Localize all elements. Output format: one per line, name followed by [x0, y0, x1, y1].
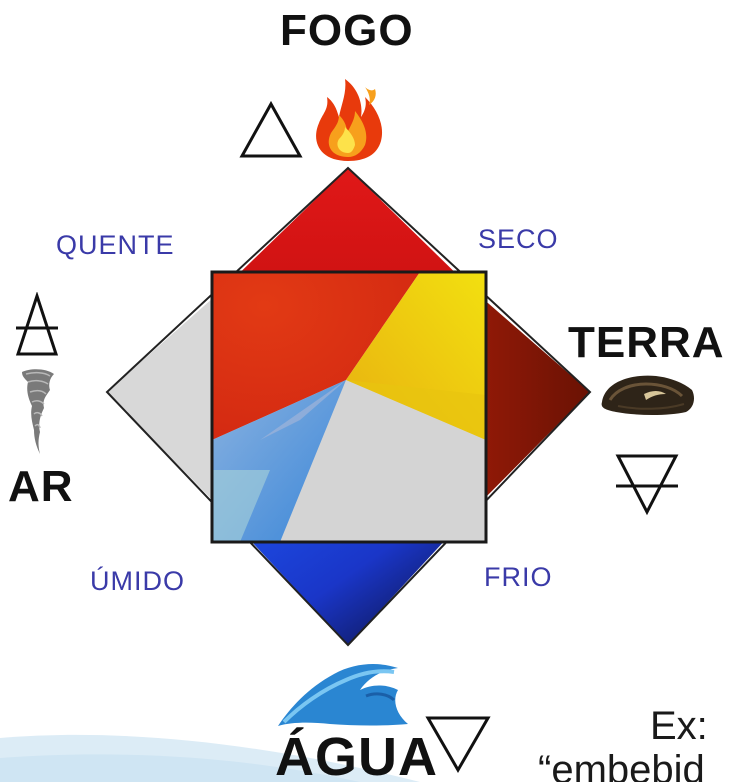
fire-label: FOGO	[280, 6, 414, 55]
diamond-outline	[105, 166, 592, 647]
tornado-icon	[22, 369, 54, 454]
water-label: ÁGUA	[275, 727, 438, 782]
quality-dry-label: SECO	[478, 224, 559, 254]
rock-icon	[601, 375, 694, 415]
caption-line-1: Ex:	[650, 704, 708, 748]
inner-square	[210, 270, 488, 544]
flame-icon	[316, 79, 383, 161]
air-label: AR	[8, 462, 74, 511]
quality-wet-label: ÚMIDO	[90, 566, 185, 596]
fire-triangle-icon	[239, 100, 303, 158]
caption-line-2: “embebid	[538, 748, 705, 782]
earth-triangle-icon	[615, 454, 679, 516]
quality-cold-label: FRIO	[484, 562, 553, 592]
water-triangle-icon	[425, 716, 491, 774]
earth-label: TERRA	[568, 318, 725, 367]
quality-hot-label: QUENTE	[56, 230, 175, 260]
wave-icon	[278, 664, 408, 726]
air-triangle-icon	[15, 292, 59, 356]
